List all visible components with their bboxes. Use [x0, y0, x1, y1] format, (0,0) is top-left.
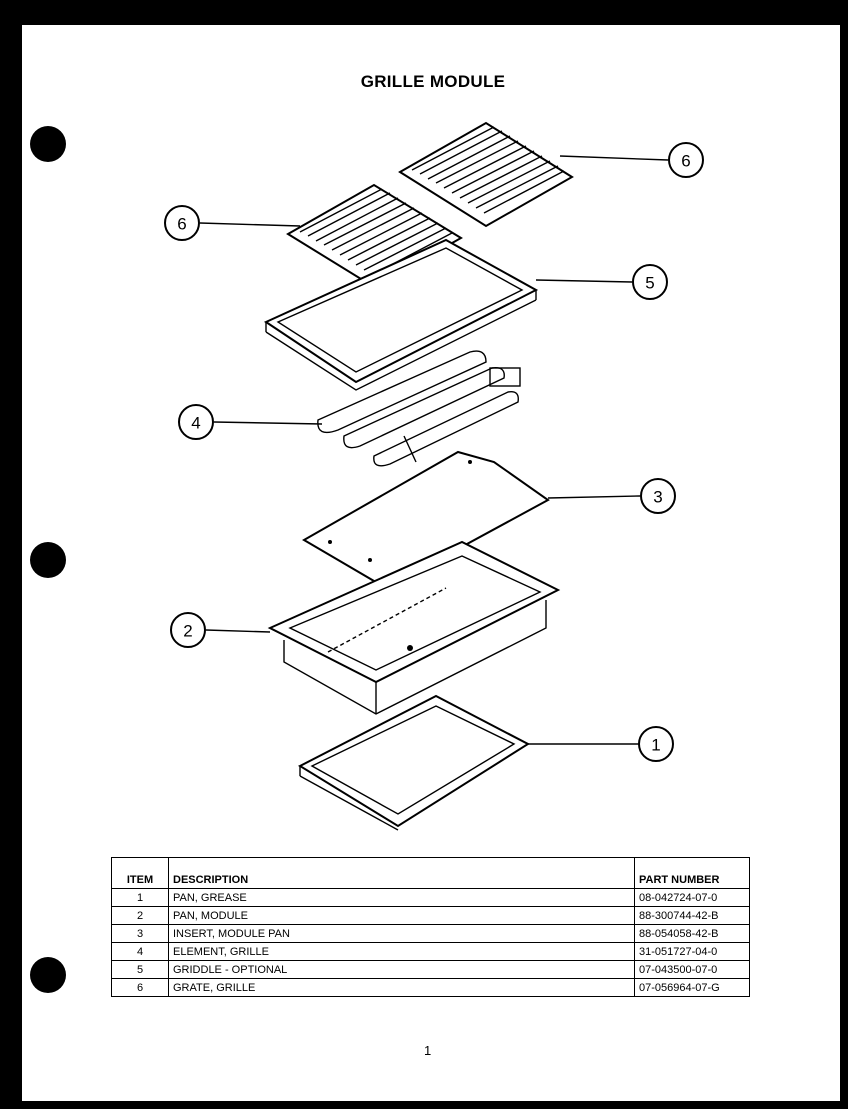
description-cell: GRATE, GRILLE	[168, 978, 635, 997]
table-row: 5 GRIDDLE - OPTIONAL 07-043500-07-0	[111, 960, 750, 979]
table-row: 1 PAN, GREASE 08-042724-07-0	[111, 888, 750, 907]
svg-text:6: 6	[177, 215, 186, 234]
description-cell: ELEMENT, GRILLE	[168, 942, 635, 961]
header-item: ITEM	[111, 857, 169, 889]
page-title: GRILLE MODULE	[360, 72, 506, 91]
svg-text:3: 3	[653, 488, 662, 507]
part-number-cell: 31-051727-04-0	[634, 942, 750, 961]
callout-2: 2	[170, 612, 206, 648]
part-number-cell: 07-056964-07-G	[634, 978, 750, 997]
description-cell: PAN, GREASE	[168, 888, 635, 907]
part-number-cell: 08-042724-07-0	[634, 888, 750, 907]
item-cell: 2	[111, 906, 169, 925]
svg-text:6: 6	[681, 152, 690, 171]
item-cell: 6	[111, 978, 169, 997]
callout-6-lower: 6	[164, 205, 200, 241]
exploded-parts-diagram: 6 6 5 4 3 2 1	[164, 121, 704, 831]
table-header-row: ITEM DESCRIPTION PART NUMBER	[111, 857, 750, 889]
binder-hole-top	[30, 126, 66, 162]
item-cell: 5	[111, 960, 169, 979]
table-row: 6 GRATE, GRILLE 07-056964-07-G	[111, 978, 750, 997]
leader-lines	[199, 155, 669, 745]
module-pan-part	[267, 540, 561, 715]
callout-1: 1	[638, 726, 674, 762]
svg-text:4: 4	[191, 414, 200, 433]
binder-hole-middle	[30, 542, 66, 578]
table-row: 3 INSERT, MODULE PAN 88-054058-42-B	[111, 924, 750, 943]
page-number: 1	[424, 1043, 432, 1058]
binder-hole-bottom	[30, 957, 66, 993]
callout-4: 4	[178, 404, 214, 440]
griddle-part	[263, 238, 539, 391]
part-number-cell: 88-300744-42-B	[634, 906, 750, 925]
table-row: 2 PAN, MODULE 88-300744-42-B	[111, 906, 750, 925]
part-number-cell: 88-054058-42-B	[634, 924, 750, 943]
item-cell: 4	[111, 942, 169, 961]
header-description: DESCRIPTION	[168, 857, 635, 889]
description-cell: PAN, MODULE	[168, 906, 635, 925]
item-cell: 3	[111, 924, 169, 943]
table-row: 4 ELEMENT, GRILLE 31-051727-04-0	[111, 942, 750, 961]
part-number-cell: 07-043500-07-0	[634, 960, 750, 979]
svg-text:1: 1	[651, 736, 660, 755]
description-cell: GRIDDLE - OPTIONAL	[168, 960, 635, 979]
header-part-number: PART NUMBER	[634, 857, 750, 889]
heating-element-part	[317, 350, 521, 467]
svg-text:2: 2	[183, 622, 192, 641]
item-cell: 1	[111, 888, 169, 907]
grease-pan-part	[297, 694, 531, 831]
module-insert-part	[302, 450, 550, 590]
callout-5: 5	[632, 264, 668, 300]
parts-table: ITEM DESCRIPTION PART NUMBER 1 PAN, GREA…	[111, 857, 750, 997]
svg-text:5: 5	[645, 274, 654, 293]
callout-6-upper: 6	[668, 142, 704, 178]
callout-3: 3	[640, 478, 676, 514]
description-cell: INSERT, MODULE PAN	[168, 924, 635, 943]
grate-upper-part	[398, 121, 574, 228]
